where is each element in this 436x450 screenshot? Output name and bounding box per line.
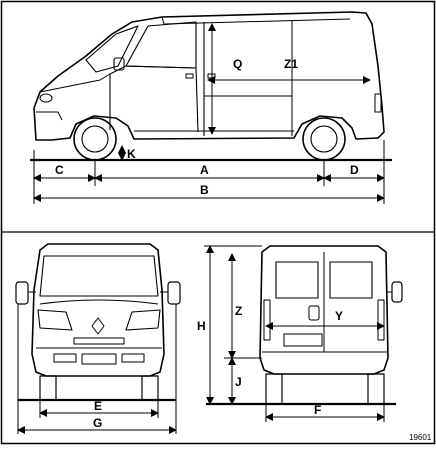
front-badge [91,317,105,335]
label-k: K [127,147,136,161]
front-right-fog-light [121,353,145,363]
rear-door-handle [308,305,320,321]
rear-left-light [263,299,271,341]
front-left-mirror [15,281,29,305]
rear-right-wheel [367,373,385,405]
label-g: G [93,416,102,430]
front-right-wheel [141,375,159,401]
rear-right-light [377,299,385,341]
label-h: H [197,319,206,333]
rear-right-window [329,261,373,299]
front-left-fog-light [53,353,77,363]
front-windscreen [39,255,159,297]
front-body-outline [31,243,165,377]
rear-dimensions [204,245,385,422]
side-body-outline [33,11,385,141]
front-left-headlight [37,309,73,331]
label-e: E [94,399,102,413]
dimension-labels: Q Z1 K C A D B E G H Z Y J F 19601 [55,57,432,442]
reference-number: 19601 [409,433,432,442]
label-d: D [350,163,359,177]
front-bonnet-line [39,299,159,305]
front-dimensions [17,304,177,434]
front-grille [73,337,125,345]
side-front-door [109,65,199,133]
side-bumper-line [36,111,63,121]
rear-left-wheel [265,373,283,405]
side-bonnet-line [39,73,111,93]
side-rear-wheel-rim [310,125,338,153]
label-f: F [314,403,321,417]
side-front-wheel [73,117,117,161]
front-right-headlight [125,309,161,331]
side-roof-line [161,16,351,25]
label-z: Z [235,304,242,318]
front-right-mirror [167,281,181,305]
rear-left-window [275,261,319,299]
side-dimensions [33,23,385,204]
label-z1: Z1 [284,57,298,71]
rear-body-outline [259,245,389,375]
front-left-wheel [39,375,57,401]
label-j: J [235,375,242,389]
label-c: C [55,163,64,177]
side-view [30,11,392,162]
side-front-wheel-rim [81,125,109,153]
label-a: A [200,163,209,177]
side-front-door-handle [185,73,194,79]
label-y: Y [335,309,343,323]
rear-view [206,245,403,406]
side-rear-wheel [302,117,346,161]
front-view [15,243,181,402]
side-windscreen [85,25,139,73]
front-lower-grille [81,353,117,365]
side-rear-light [374,93,382,113]
side-headlight [39,93,53,103]
rear-number-plate [283,333,323,347]
label-q: Q [233,57,242,71]
label-b: B [200,183,209,197]
rear-right-mirror [391,281,403,303]
